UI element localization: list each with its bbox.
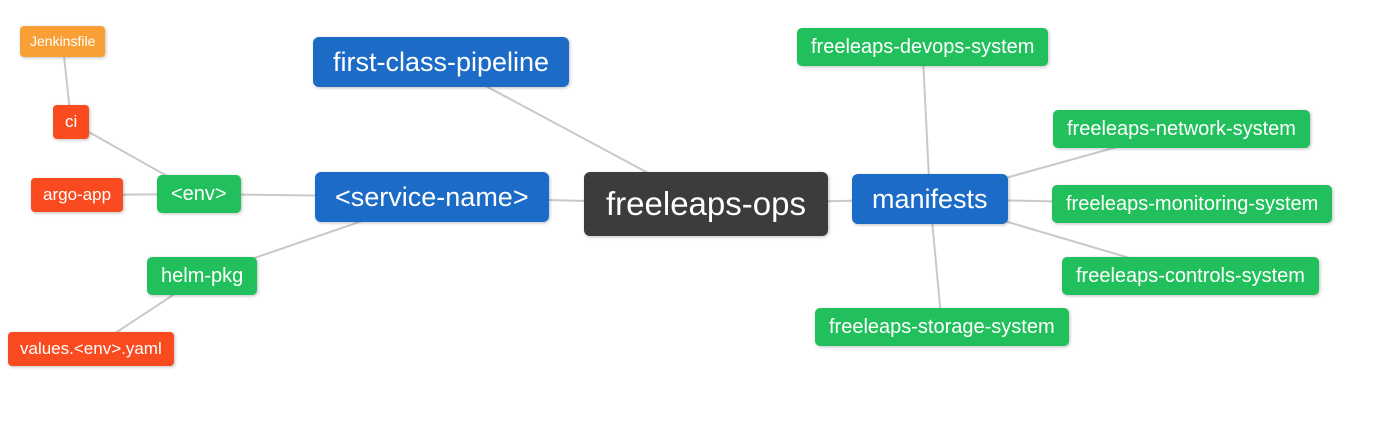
node-first-class-pipeline[interactable]: first-class-pipeline bbox=[313, 37, 570, 88]
node-freeleaps-network-system[interactable]: freeleaps-network-system bbox=[1053, 110, 1310, 148]
node-freeleaps-storage-system[interactable]: freeleaps-storage-system bbox=[815, 308, 1069, 346]
node-helm-pkg[interactable]: helm-pkg bbox=[147, 257, 258, 295]
node-env[interactable]: <env> bbox=[157, 175, 241, 213]
node-freeleaps-devops-system[interactable]: freeleaps-devops-system bbox=[797, 28, 1049, 66]
edge-manifests-freeleaps-devops-system bbox=[921, 46, 931, 200]
node-service-name[interactable]: <service-name> bbox=[315, 172, 549, 223]
node-freeleaps-ops[interactable]: freeleaps-ops bbox=[584, 172, 828, 236]
node-ci[interactable]: ci bbox=[53, 105, 90, 140]
node-jenkinsfile[interactable]: Jenkinsfile bbox=[20, 26, 106, 57]
node-values-env-yaml[interactable]: values.<env>.yaml bbox=[8, 332, 174, 367]
node-argo-app[interactable]: argo-app bbox=[31, 178, 124, 213]
node-freeleaps-controls-system[interactable]: freeleaps-controls-system bbox=[1062, 257, 1319, 295]
node-freeleaps-monitoring-system[interactable]: freeleaps-monitoring-system bbox=[1052, 185, 1333, 223]
node-manifests[interactable]: manifests bbox=[852, 174, 1008, 225]
